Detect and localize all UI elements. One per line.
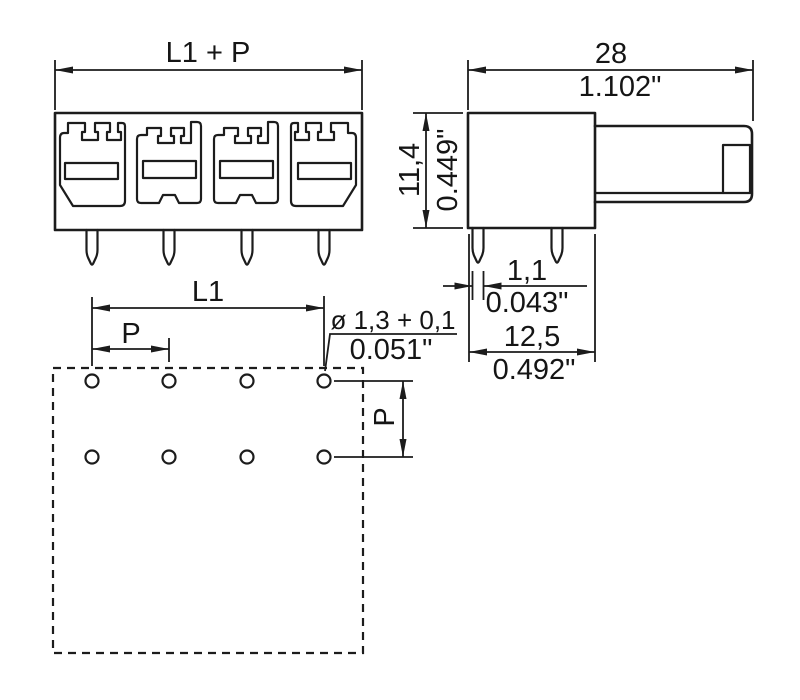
side-view: 28 1.102" 11,4 0.449" 1,1 0.043" <box>394 38 754 386</box>
drill-hole <box>316 373 332 389</box>
dim-arrow <box>577 348 595 356</box>
drill-hole <box>84 373 100 389</box>
dim-arrow <box>306 304 324 312</box>
drill-hole <box>316 449 332 465</box>
dim-arrow <box>454 282 473 290</box>
contact-module <box>58 121 127 208</box>
dim-arrow <box>483 282 502 290</box>
contact-module <box>289 121 358 208</box>
dim-arrow <box>92 345 110 353</box>
drill-hole <box>84 449 100 465</box>
drill-hole <box>161 449 177 465</box>
dim-label-depth-mm: 12,5 <box>504 321 560 353</box>
contact-slot <box>218 159 275 180</box>
contact-slot <box>141 159 198 180</box>
dim-arrow <box>469 348 487 356</box>
dim-label-total-width: L1 + P <box>166 37 251 69</box>
dim-label-depth-in: 0.492" <box>493 354 576 386</box>
hole-leader-line <box>324 333 457 372</box>
connector-side-body <box>466 111 597 230</box>
drill-hole <box>239 449 255 465</box>
dim-label-width-mm: 28 <box>595 38 627 70</box>
solder-pin <box>85 228 99 266</box>
shroud-latch-detail <box>721 143 752 195</box>
pcb-footprint-view: L1 P ø 1,3 + 0,1 0.051" P <box>51 276 457 655</box>
contact-outline <box>135 120 203 205</box>
contact-outline <box>212 120 280 205</box>
contact-module <box>135 120 203 205</box>
dim-arrow <box>151 345 169 353</box>
contact-slot <box>296 161 353 181</box>
drill-hole <box>161 373 177 389</box>
dim-arrow <box>399 439 407 457</box>
solder-pin <box>550 226 564 264</box>
dim-label-hole-in: 0.051" <box>350 334 433 366</box>
dim-label-height-mm: 11,4 <box>394 143 426 197</box>
dim-label-height-in: 0.449" <box>432 129 464 212</box>
dim-arrow <box>55 66 73 74</box>
pcb-outline-dashed <box>51 366 365 655</box>
dim-label-length: L1 <box>192 276 224 308</box>
dim-arrow <box>422 210 430 228</box>
connector-body-outline <box>53 111 364 232</box>
solder-pin <box>471 226 485 264</box>
contact-slot <box>63 161 120 181</box>
dim-label-pin-mm: 1,1 <box>507 255 547 287</box>
solder-pin <box>317 228 331 266</box>
dim-arrow <box>399 381 407 399</box>
dim-label-hole-mm: ø 1,3 + 0,1 <box>330 305 455 335</box>
dim-arrow <box>422 113 430 131</box>
contact-outline <box>289 121 358 208</box>
mating-shroud-outline <box>593 124 754 204</box>
dim-label-pin-in: 0.043" <box>486 287 569 319</box>
dim-arrow <box>344 66 362 74</box>
dim-label-width-in: 1.102" <box>579 71 662 103</box>
front-view: L1 + P <box>53 37 364 266</box>
solder-pin <box>240 228 254 266</box>
dim-label-row-pitch: P <box>369 407 401 426</box>
dim-arrow <box>468 66 486 74</box>
contact-outline <box>58 121 127 208</box>
solder-pin <box>162 228 176 266</box>
dim-label-pitch: P <box>121 318 140 350</box>
dim-arrow <box>735 66 753 74</box>
dim-arrow <box>92 304 110 312</box>
contact-module <box>212 120 280 205</box>
drill-hole <box>239 373 255 389</box>
